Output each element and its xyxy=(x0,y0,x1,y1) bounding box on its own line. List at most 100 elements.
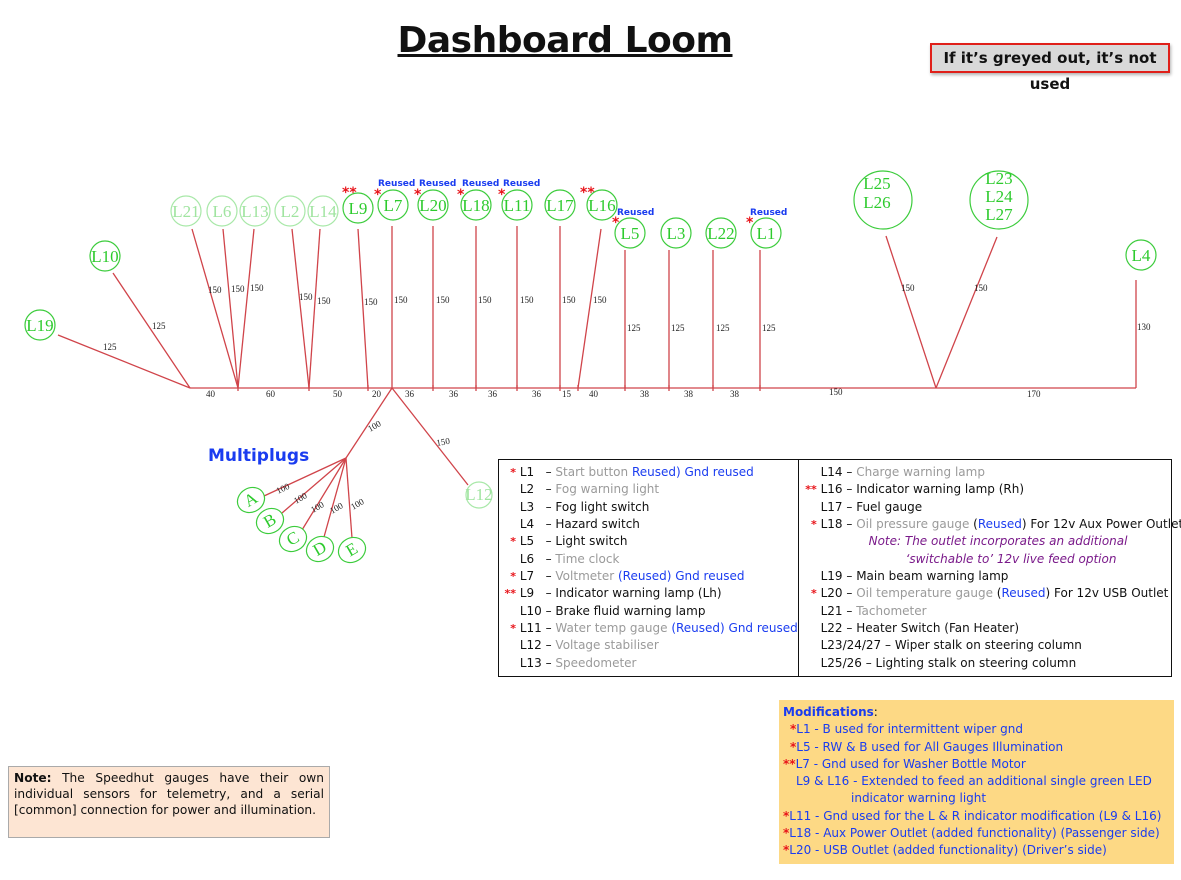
connector-label: L6 xyxy=(213,202,232,221)
modifications-list: *L1 - B used for intermittent wiper gnd*… xyxy=(783,721,1174,859)
connector-L4[interactable]: L4 xyxy=(1125,239,1157,271)
legend-text: L12 – xyxy=(519,638,556,653)
modification-text: L7 - Gnd used for Washer Bottle Motor xyxy=(795,756,1026,771)
connector-label: L9 xyxy=(349,199,368,218)
wire-L23-24-27 xyxy=(935,236,998,389)
trunk-length: 40 xyxy=(589,389,599,399)
connector-L9[interactable]: L9 xyxy=(342,192,374,224)
connector-L14[interactable]: L14 xyxy=(307,195,339,227)
connector-legend: * L1 – Start button Reused) Gnd reused L… xyxy=(498,459,1181,677)
legend-text: L22 – Heater Switch (Fan Heater) xyxy=(820,621,1019,636)
length-A: 100 xyxy=(275,481,292,496)
legend-row: ‘switchable to’ 12v live feed option xyxy=(799,551,1181,568)
connector-L6[interactable]: L6 xyxy=(206,195,238,227)
star-marker: * xyxy=(811,518,817,532)
legend-text: L14 – xyxy=(820,465,857,479)
connector-L19[interactable]: L19 xyxy=(24,309,56,341)
connector-L21[interactable]: L21 xyxy=(170,195,202,227)
connector-L22[interactable]: L22 xyxy=(705,217,737,249)
legend-row: L23/24/27 – Wiper stalk on steering colu… xyxy=(799,637,1181,654)
connector-L25-L26[interactable]: L25 L26 xyxy=(853,170,913,230)
reused-marker: Reused xyxy=(750,208,787,218)
connector-L20[interactable]: L20 xyxy=(417,189,449,221)
length-L19: 125 xyxy=(103,342,117,352)
trunk-length: 15 xyxy=(562,389,572,399)
connector-label: L22 xyxy=(707,224,734,243)
multiplug-B[interactable]: B xyxy=(252,504,288,539)
note-label: Note: xyxy=(14,771,52,785)
connector-label: L21 xyxy=(172,202,199,221)
star-marker: * xyxy=(374,187,382,203)
connector-L18[interactable]: L18 xyxy=(460,189,492,221)
length-L16: 150 xyxy=(593,295,607,305)
connector-L10[interactable]: L10 xyxy=(89,240,121,272)
length-L7: 150 xyxy=(394,295,408,305)
multiplug-E[interactable]: E xyxy=(334,533,370,568)
trunk-length: 60 xyxy=(266,389,276,399)
modification-text: L11 - Gnd used for the L & R indicator m… xyxy=(789,808,1162,823)
reused-marker: Reused xyxy=(503,179,540,189)
legend-text: L7 – xyxy=(519,569,556,584)
multiplug-A[interactable]: A xyxy=(233,483,269,518)
star-marker: * xyxy=(510,570,516,584)
connector-label: L1 xyxy=(757,224,776,243)
connector-L23-L24-L27[interactable]: L23 L24 L27 xyxy=(969,169,1029,230)
connector-L11[interactable]: L11 xyxy=(501,189,533,221)
legend-text: (Reused) Gnd reused xyxy=(671,621,798,636)
connector-label: L19 xyxy=(26,316,53,335)
legend-row: * L11 – Water temp gauge (Reused) Gnd re… xyxy=(499,620,798,637)
legend-text: Reused xyxy=(1001,586,1046,601)
modification-item: *L5 - RW & B used for All Gauges Illumin… xyxy=(783,739,1174,756)
connector-label: L12 xyxy=(465,485,492,504)
connector-L16[interactable]: L16 xyxy=(586,189,618,221)
legend-text: Note: The outlet incorporates an additio… xyxy=(868,534,1128,549)
connector-L3[interactable]: L3 xyxy=(660,217,692,249)
legend-text: L17 – Fuel gauge xyxy=(820,499,923,514)
wire-L9 xyxy=(357,228,369,389)
modification-text: L5 - RW & B used for All Gauges Illumina… xyxy=(796,739,1064,754)
legend-row: L25/26 – Lighting stalk on steering colu… xyxy=(799,655,1181,672)
connector-L2[interactable]: L2 xyxy=(274,195,306,227)
wire-D xyxy=(323,457,347,538)
connector-label: L20 xyxy=(419,196,446,215)
connector-L7[interactable]: L7 xyxy=(377,189,409,221)
length-L5: 125 xyxy=(627,323,641,333)
modification-item: *L1 - B used for intermittent wiper gnd xyxy=(783,721,1174,738)
trunk-length: 170 xyxy=(1027,389,1041,399)
modification-text: L1 - B used for intermittent wiper gnd xyxy=(796,722,1024,737)
multiplug-D[interactable]: D xyxy=(302,532,338,567)
star-marker: * xyxy=(790,739,797,754)
star-marker: * xyxy=(510,535,516,549)
length-L13: 150 xyxy=(250,283,264,293)
star-marker: * xyxy=(510,466,516,479)
connector-label: L27 xyxy=(985,205,1013,224)
connector-L17[interactable]: L17 xyxy=(544,189,576,221)
legend-text: Start button xyxy=(555,465,632,479)
length-C: 100 xyxy=(309,499,326,515)
length-L10: 125 xyxy=(152,321,166,331)
connector-L5[interactable]: L5 xyxy=(614,217,646,249)
connector-label: L17 xyxy=(546,196,574,215)
legend-text: Oil temperature gauge xyxy=(856,586,997,601)
legend-text: L23/24/27 – Wiper stalk on steering colu… xyxy=(820,638,1082,653)
trunk-length: 20 xyxy=(372,389,382,399)
connector-label: L23 xyxy=(985,169,1012,188)
connector-L1[interactable]: L1 xyxy=(750,217,782,249)
wire-L25-26 xyxy=(885,235,937,389)
reused-marker: Reused xyxy=(419,179,456,189)
wire-B xyxy=(281,457,347,514)
star-marker: ** xyxy=(504,587,516,601)
wire-L6 xyxy=(222,228,239,389)
connector-L12[interactable]: L12 xyxy=(465,481,493,509)
star-marker: * xyxy=(498,187,506,203)
trunk-length: 36 xyxy=(488,389,498,399)
connector-L13[interactable]: L13 xyxy=(239,195,271,227)
legend-row: L3 – Fog light switch xyxy=(499,499,798,516)
star-marker: * xyxy=(457,187,465,203)
legend-row: L2 – Fog warning light xyxy=(499,481,798,498)
note-text: The Speedhut gauges have their own indiv… xyxy=(14,771,324,817)
legend-text: Oil pressure gauge xyxy=(856,517,974,532)
multiplug-C[interactable]: C xyxy=(275,522,311,557)
legend-text: Voltage stabiliser xyxy=(555,638,659,653)
